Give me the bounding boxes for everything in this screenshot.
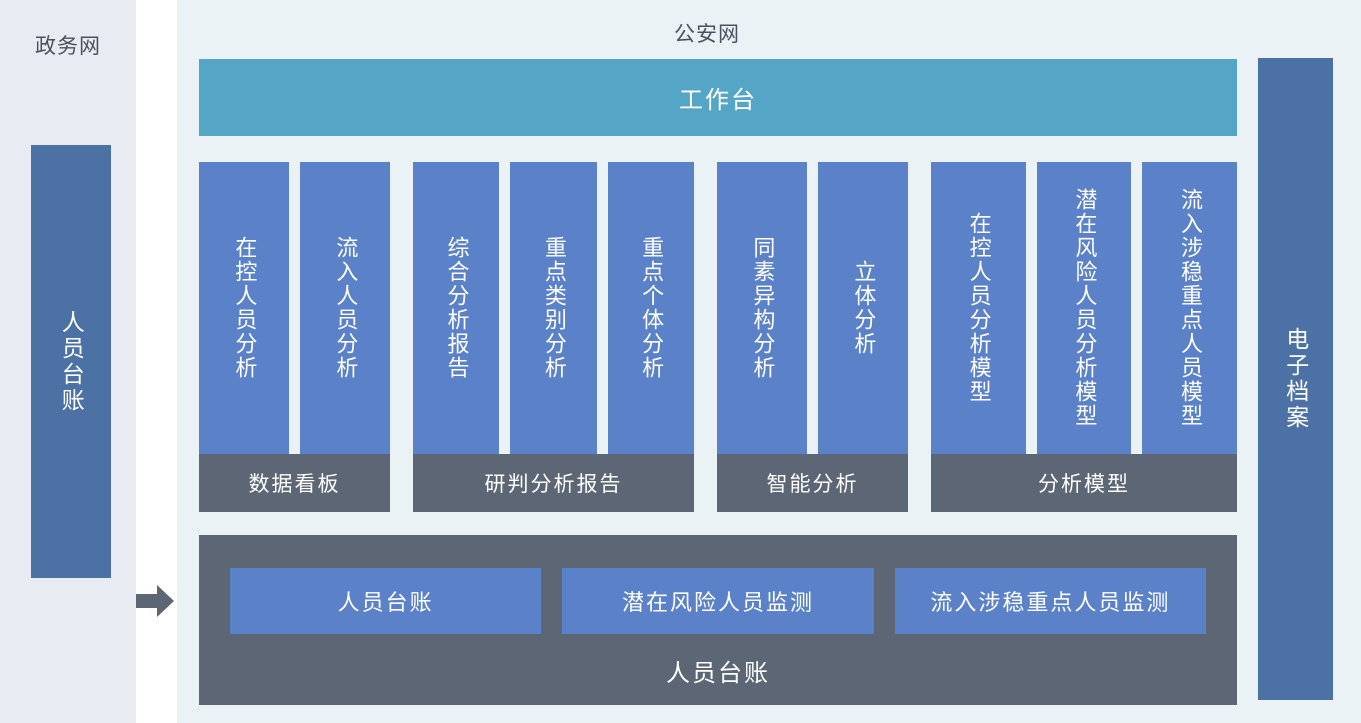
group-analysis-model: 在控人员分析模型 潜在风险人员分析模型 流入涉稳重点人员模型 分析模型 (931, 162, 1238, 512)
bottom-box-item[interactable]: 流入涉稳重点人员监测 (894, 568, 1206, 634)
workbench-bar[interactable]: 工作台 (199, 59, 1237, 136)
group-footer-label[interactable]: 研判分析报告 (413, 454, 694, 512)
column-item[interactable]: 流入人员分析 (300, 162, 390, 454)
groups-row: 在控人员分析 流入人员分析 数据看板 综合分析报告 重点类别分析 重点个体分析 … (199, 162, 1238, 512)
column-item[interactable]: 在控人员分析模型 (931, 162, 1026, 454)
group-columns: 在控人员分析 流入人员分析 (199, 162, 390, 454)
column-item[interactable]: 潜在风险人员分析模型 (1036, 162, 1132, 454)
column-item[interactable]: 重点个体分析 (607, 162, 694, 454)
group-intelligent-analysis: 同素异构分析 立体分析 智能分析 (717, 162, 908, 512)
bottom-boxes-row: 人员台账 潜在风险人员监测 流入涉稳重点人员监测 (230, 568, 1206, 634)
group-footer-label[interactable]: 数据看板 (199, 454, 390, 512)
main-panel-title: 公安网 (674, 23, 740, 46)
group-columns: 在控人员分析模型 潜在风险人员分析模型 流入涉稳重点人员模型 (931, 162, 1238, 454)
group-columns: 综合分析报告 重点类别分析 重点个体分析 (413, 162, 694, 454)
arrow-gap (136, 0, 177, 723)
column-item[interactable]: 综合分析报告 (413, 162, 500, 454)
main-panel-police-network: 公安网 工作台 在控人员分析 流入人员分析 数据看板 综合分析报告 重点类别分析… (177, 0, 1361, 723)
left-panel-government-network: 政务网 人员台账 (0, 0, 136, 723)
group-columns: 同素异构分析 立体分析 (717, 162, 908, 454)
group-analysis-report: 综合分析报告 重点类别分析 重点个体分析 研判分析报告 (413, 162, 694, 512)
column-item[interactable]: 流入涉稳重点人员模型 (1142, 162, 1238, 454)
group-data-dashboard: 在控人员分析 流入人员分析 数据看板 (199, 162, 390, 512)
bottom-box-item[interactable]: 人员台账 (230, 568, 542, 634)
bottom-section-label: 人员台账 (666, 660, 770, 687)
left-vertical-box-personnel-ledger[interactable]: 人员台账 (31, 145, 111, 578)
right-vertical-box-electronic-archive[interactable]: 电子档案 (1258, 58, 1333, 700)
group-footer-label[interactable]: 分析模型 (931, 454, 1237, 512)
bottom-section-personnel-ledger: 人员台账 潜在风险人员监测 流入涉稳重点人员监测 人员台账 (199, 535, 1237, 705)
column-item[interactable]: 同素异构分析 (717, 162, 807, 454)
left-panel-title: 政务网 (35, 35, 101, 58)
arrow-right-icon (136, 582, 174, 620)
group-footer-label[interactable]: 智能分析 (717, 454, 908, 512)
column-item[interactable]: 重点类别分析 (510, 162, 597, 454)
column-item[interactable]: 在控人员分析 (199, 162, 289, 454)
bottom-box-item[interactable]: 潜在风险人员监测 (562, 568, 874, 634)
column-item[interactable]: 立体分析 (818, 162, 908, 454)
